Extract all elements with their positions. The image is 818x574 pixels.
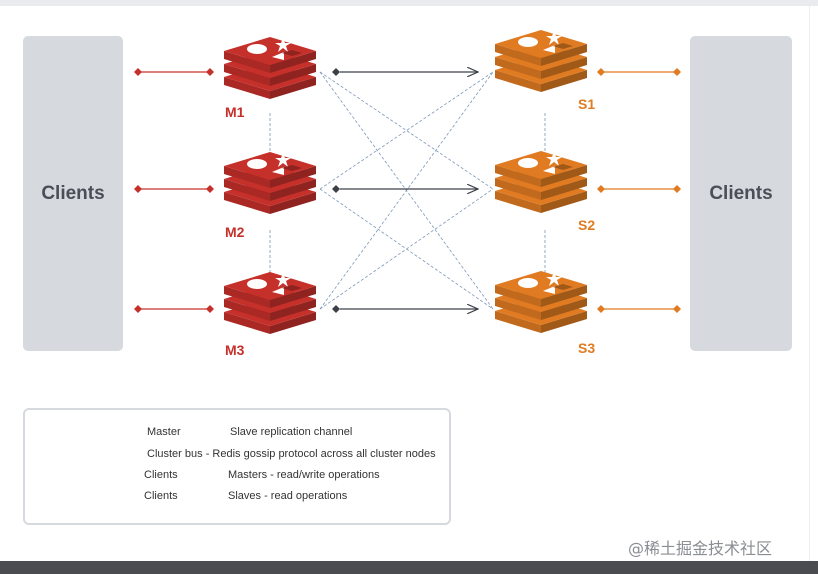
redis-master-2-icon (224, 152, 316, 214)
legend-clients-slaves-left: Clients (144, 490, 178, 502)
clients-label-left: Clients (41, 182, 105, 204)
client-slave-marker (673, 185, 681, 193)
top-edge (0, 0, 818, 6)
watermark-text: @稀土掘金技术社区 (628, 539, 773, 558)
master-label-1: M1 (225, 104, 245, 120)
client-master-marker (206, 68, 214, 76)
master-label-2: M2 (225, 224, 245, 240)
legend-clients-masters-right: Masters - read/write operations (228, 469, 380, 481)
redis-slave-1-icon (495, 30, 587, 92)
bottom-edge (0, 561, 818, 574)
legend-gossip-text: Cluster bus - Redis gossip protocol acro… (147, 448, 436, 460)
redis-master-3-icon (224, 272, 316, 334)
client-slave-marker (673, 305, 681, 313)
redis-slave-2-icon (495, 151, 587, 213)
clients-box-right: Clients (690, 36, 792, 351)
master-label-3: M3 (225, 342, 245, 358)
slave-label-3: S3 (578, 340, 596, 356)
redis-master-1-icon (224, 37, 316, 99)
legend-clients-masters-left: Clients (144, 469, 178, 481)
clients-label-right: Clients (709, 182, 773, 204)
replication-start-marker (332, 68, 340, 76)
slave-label-2: S2 (578, 217, 596, 233)
redis-slave-3-icon (495, 271, 587, 333)
legend-box: Master Slave replication channel Cluster… (23, 408, 451, 525)
legend-clients-slaves-right: Slaves - read operations (228, 490, 348, 502)
client-master-marker (206, 185, 214, 193)
right-edge (809, 6, 818, 561)
legend-master-text: Master (147, 426, 181, 438)
slave-label-1: S1 (578, 96, 596, 112)
client-master-marker (206, 305, 214, 313)
gossip-line (319, 71, 494, 310)
clients-box-left: Clients (23, 36, 123, 351)
gossip-line (319, 188, 494, 310)
client-slave-marker (673, 68, 681, 76)
legend-replication-text: Slave replication channel (230, 426, 353, 438)
replication-start-marker (332, 185, 340, 193)
replication-start-marker (332, 305, 340, 313)
